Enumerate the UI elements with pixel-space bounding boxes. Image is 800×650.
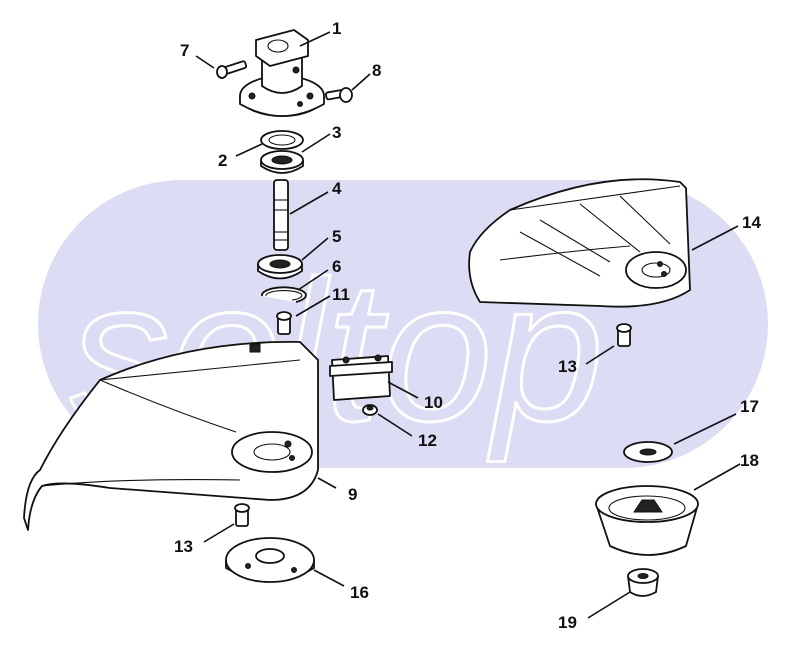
part-5-bearing [257,254,303,280]
leader-5 [301,237,329,261]
leader-17 [673,413,737,445]
part-14-upper-guard [468,178,691,308]
leader-7 [195,55,215,69]
leader-4 [289,191,329,215]
part-18-cup [595,485,699,556]
callout-12: 12 [418,431,437,450]
callout-17: 17 [740,397,759,416]
leader-1 [299,31,331,47]
leader-11 [295,295,331,317]
part-6-circlip [261,286,307,303]
leader-12 [377,413,413,437]
callout-11: 11 [332,285,350,304]
part-13-screw-lower [234,503,250,527]
leader-16 [313,569,345,587]
callout-9: 9 [348,485,357,504]
part-12-nut [362,404,378,416]
callout-13-right: 13 [558,357,577,376]
leader-6 [297,269,329,291]
leader-8 [351,73,371,91]
leader-18 [693,463,741,491]
callout-18: 18 [740,451,759,470]
callout-6: 6 [332,257,341,276]
callout-labels: 1 2 3 4 5 6 7 8 9 10 11 12 13 13 14 16 1… [174,19,761,632]
part-7-screw [216,60,248,79]
callout-2: 2 [218,151,227,170]
leader-14 [691,225,739,251]
callout-10: 10 [424,393,443,412]
callout-1: 1 [332,19,341,38]
callout-19: 19 [558,613,577,632]
part-8-screw [325,87,353,103]
leader-13a [203,523,235,543]
part-9-lower-guard [23,341,319,531]
callout-4: 4 [332,179,342,198]
part-16-disc [225,537,315,583]
leader-9 [317,477,337,489]
part-17-washer [623,441,673,463]
leader-lines [195,31,741,619]
part-2-washer [260,130,304,150]
callout-8: 8 [372,61,381,80]
part-3-bearing [260,150,304,174]
part-10-bracket [329,354,393,401]
callout-3: 3 [332,123,341,142]
part-11-screw [276,311,292,335]
part-19-nut [627,568,659,597]
part-1-gearbox-housing [239,29,325,117]
callout-5: 5 [332,227,341,246]
part-4-shaft [273,179,289,251]
leader-19 [587,591,631,619]
callout-7: 7 [180,41,189,60]
callout-14: 14 [742,213,761,232]
callout-13-lower: 13 [174,537,193,556]
leader-13b [585,345,615,365]
part-13-screw-right [616,323,632,347]
leader-3 [301,133,331,153]
leader-10 [387,381,419,399]
callout-16: 16 [350,583,369,602]
leader-2 [235,143,263,157]
